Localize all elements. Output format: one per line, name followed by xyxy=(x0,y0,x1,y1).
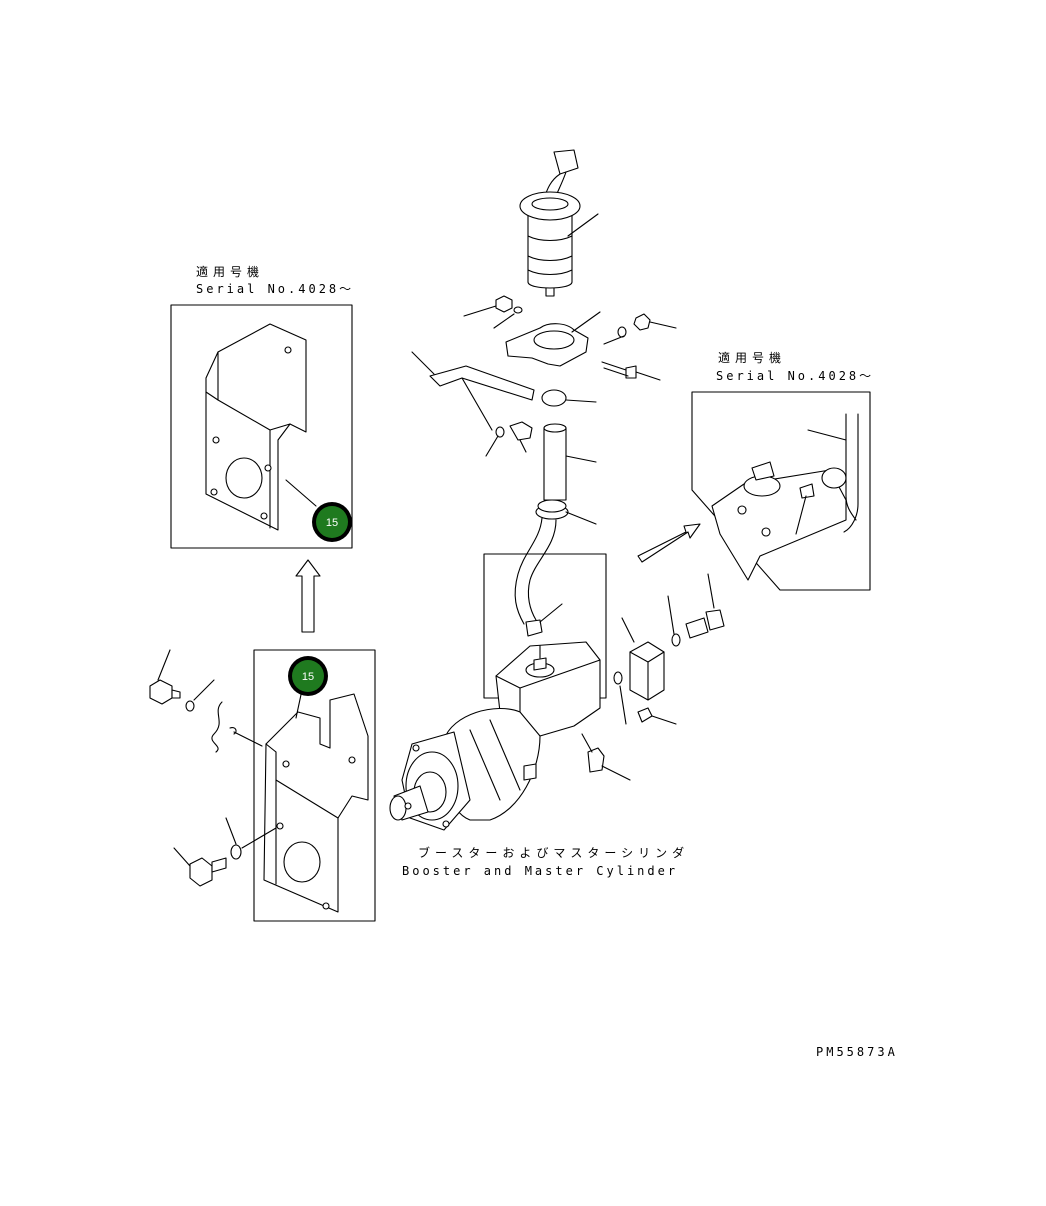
reservoir-assembly xyxy=(411,149,677,637)
badge-15-top-label: 15 xyxy=(326,517,338,529)
bracket-old-drawing xyxy=(263,689,369,913)
left-fasteners xyxy=(149,649,277,887)
bracket-old-frame xyxy=(253,649,376,922)
drawing-code: PM55873A xyxy=(816,1045,898,1059)
callout-left-serial: Serial No.4028～ xyxy=(196,282,354,296)
badge-15-top[interactable]: 15 xyxy=(312,502,352,542)
cylinder-detail-drawing xyxy=(711,413,859,581)
callout-right: 適用号機 Serial No.4028～ xyxy=(691,350,874,591)
caption-jp: ブースターおよびマスターシリンダ xyxy=(418,845,689,860)
bracket-new-drawing xyxy=(205,323,317,531)
callout-left: 適用号機 Serial No.4028～ 15 xyxy=(170,264,354,549)
arrow-right xyxy=(637,523,701,563)
callout-right-serial: Serial No.4028～ xyxy=(716,369,874,383)
caption-en: Booster and Master Cylinder xyxy=(402,864,678,878)
booster-master-cylinder xyxy=(389,553,725,831)
callout-left-frame xyxy=(170,304,353,549)
badge-15-bottom-label: 15 xyxy=(302,671,314,683)
callout-right-title: 適用号機 xyxy=(718,350,786,365)
arrow-up xyxy=(295,559,321,633)
badge-15-bottom[interactable]: 15 xyxy=(288,656,328,696)
callout-left-title: 適用号機 xyxy=(196,264,264,279)
bracket-old-group: 15 xyxy=(253,649,376,922)
callout-right-frame xyxy=(691,391,871,591)
